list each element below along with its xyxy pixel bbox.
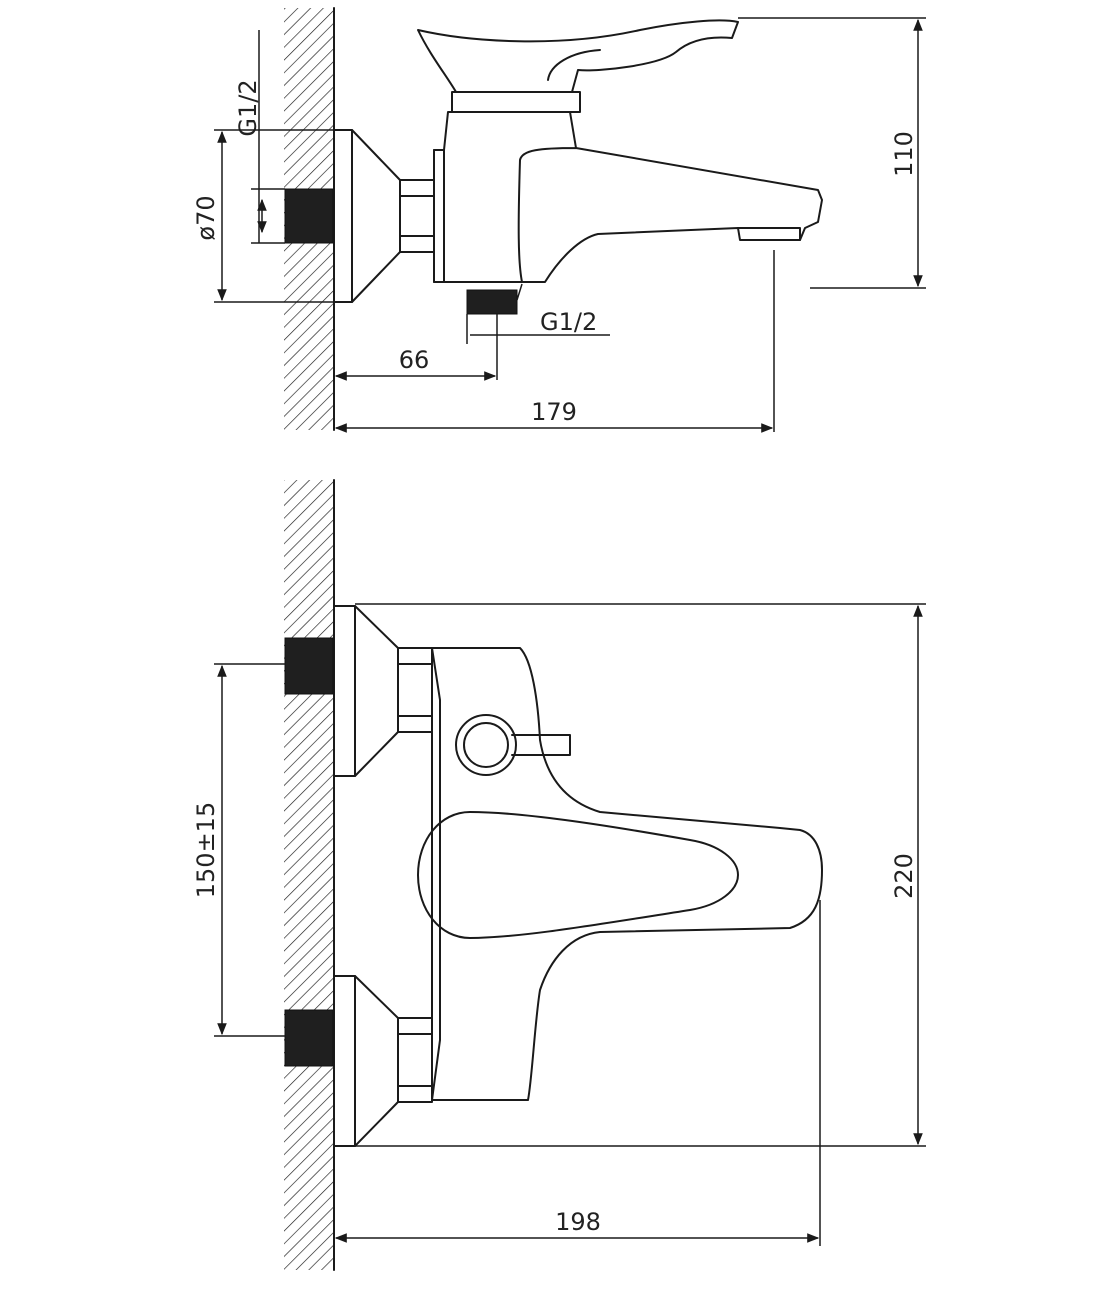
hex-nut-top <box>399 179 435 253</box>
length-198-label: 198 <box>555 1208 601 1236</box>
bottom-thread-top <box>466 289 518 315</box>
spout-outlet-top <box>737 227 801 241</box>
cartridge-collar <box>451 91 581 113</box>
upper-inlet-thread <box>284 637 334 695</box>
length-179-label: 179 <box>531 398 577 426</box>
upper-escutcheon <box>333 605 399 777</box>
thread-bottom-label: G1/2 <box>540 308 597 336</box>
lower-inlet-thread <box>284 1009 334 1067</box>
escutcheon-top <box>333 129 401 303</box>
front-view: 150±15 220 198 <box>192 479 926 1271</box>
top-view: G1/2 ø70 110 G1/2 66 179 <box>192 7 926 433</box>
wall-hatch-front <box>284 480 334 1270</box>
lower-hex-nut <box>397 1017 433 1103</box>
lower-escutcheon <box>333 975 399 1147</box>
thread-left-label: G1/2 <box>234 79 262 136</box>
height-110-label: 110 <box>890 131 918 177</box>
diverter-lever <box>511 734 571 756</box>
lever-handle-top <box>417 19 739 93</box>
lever-handle-front <box>417 811 739 939</box>
body-front <box>431 647 823 1101</box>
wall-thread-top <box>284 188 334 244</box>
diameter-label: ø70 <box>192 195 220 240</box>
offset-66-label: 66 <box>399 346 430 374</box>
body-top <box>433 111 823 283</box>
diverter-knob <box>455 714 517 776</box>
upper-hex-nut <box>397 647 433 733</box>
spacing-label: 150±15 <box>192 802 220 898</box>
height-220-label: 220 <box>890 853 918 899</box>
